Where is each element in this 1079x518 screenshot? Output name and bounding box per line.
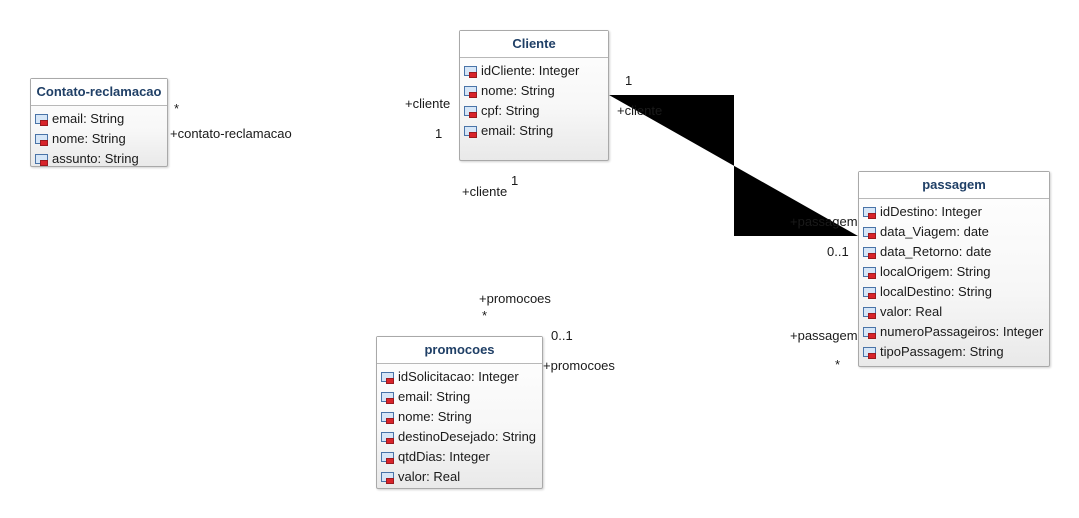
- class-contato-reclamacao-attributes: email: String nome: String assunto: Stri…: [31, 106, 167, 169]
- class-cliente[interactable]: Cliente idCliente: Integer nome: String …: [459, 30, 609, 161]
- assoc-cliente-role-bottom: +cliente: [462, 184, 508, 199]
- private-attribute-icon: [863, 227, 876, 239]
- attribute[interactable]: idSolicitacao: Integer: [377, 367, 542, 387]
- assoc-cliente-role-left: +cliente: [405, 96, 451, 111]
- class-promocoes-attributes: idSolicitacao: Integer email: String nom…: [377, 364, 542, 487]
- attribute[interactable]: tipoPassagem: String: [859, 342, 1049, 362]
- private-attribute-icon: [35, 154, 48, 166]
- private-attribute-icon: [863, 207, 876, 219]
- attribute[interactable]: localOrigem: String: [859, 262, 1049, 282]
- attribute-label: idSolicitacao: Integer: [398, 369, 519, 384]
- attribute-label: cpf: String: [481, 103, 540, 118]
- attribute-label: valor: Real: [880, 304, 943, 319]
- attribute-label: localOrigem: String: [880, 264, 991, 279]
- attribute-label: valor: Real: [398, 469, 461, 484]
- private-attribute-icon: [464, 126, 477, 138]
- attribute[interactable]: nome: String: [31, 129, 167, 149]
- attribute-label: assunto: String: [52, 151, 139, 166]
- assoc-promocoes-role-top: +promocoes: [479, 291, 551, 306]
- attribute-label: data_Retorno: date: [880, 244, 992, 259]
- attribute-label: qtdDias: Integer: [398, 449, 490, 464]
- private-attribute-icon: [381, 472, 394, 484]
- attribute[interactable]: destinoDesejado: String: [377, 427, 542, 447]
- private-attribute-icon: [863, 327, 876, 339]
- class-passagem-attributes: idDestino: Integer data_Viagem: date dat…: [859, 199, 1049, 362]
- attribute[interactable]: numeroPassageiros: Integer: [859, 322, 1049, 342]
- assoc-passagem-mult-bottom: *: [835, 357, 841, 372]
- attribute-label: idDestino: Integer: [880, 204, 982, 219]
- attribute[interactable]: idCliente: Integer: [460, 61, 608, 81]
- attribute[interactable]: valor: Real: [377, 467, 542, 487]
- attribute-label: localDestino: String: [880, 284, 992, 299]
- assoc-promocoes-mult-right: 0..1: [551, 328, 573, 343]
- attribute[interactable]: data_Viagem: date: [859, 222, 1049, 242]
- attribute-label: email: String: [52, 111, 125, 126]
- private-attribute-icon: [464, 106, 477, 118]
- private-attribute-icon: [863, 307, 876, 319]
- assoc-promocoes-mult-top: *: [482, 308, 488, 323]
- attribute-label: nome: String: [481, 83, 555, 98]
- assoc-cliente-mult-left: 1: [435, 126, 443, 141]
- attribute[interactable]: cpf: String: [460, 101, 608, 121]
- private-attribute-icon: [381, 452, 394, 464]
- private-attribute-icon: [35, 134, 48, 146]
- attribute[interactable]: localDestino: String: [859, 282, 1049, 302]
- attribute-label: nome: String: [398, 409, 472, 424]
- class-contato-reclamacao-name: Contato-reclamacao: [31, 79, 167, 106]
- class-cliente-attributes: idCliente: Integer nome: String cpf: Str…: [460, 58, 608, 141]
- attribute[interactable]: email: String: [460, 121, 608, 141]
- private-attribute-icon: [381, 412, 394, 424]
- attribute[interactable]: assunto: String: [31, 149, 167, 169]
- attribute[interactable]: idDestino: Integer: [859, 202, 1049, 222]
- attribute-label: data_Viagem: date: [880, 224, 989, 239]
- attribute-label: nome: String: [52, 131, 126, 146]
- assoc-passagem-role-top: +passagem: [790, 214, 858, 229]
- private-attribute-icon: [863, 347, 876, 359]
- attribute[interactable]: qtdDias: Integer: [377, 447, 542, 467]
- attribute[interactable]: nome: String: [460, 81, 608, 101]
- private-attribute-icon: [464, 86, 477, 98]
- attribute-label: destinoDesejado: String: [398, 429, 537, 444]
- class-promocoes[interactable]: promocoes idSolicitacao: Integer email: …: [376, 336, 543, 489]
- assoc-passagem-role-bottom: +passagem: [790, 328, 858, 343]
- private-attribute-icon: [381, 432, 394, 444]
- assoc-cliente-mult-right: 1: [625, 73, 633, 88]
- attribute-label: idCliente: Integer: [481, 63, 580, 78]
- assoc-promocoes-role-right: +promocoes: [543, 358, 615, 373]
- private-attribute-icon: [35, 114, 48, 126]
- attribute-label: email: String: [481, 123, 554, 138]
- attribute-label: numeroPassageiros: Integer: [880, 324, 1044, 339]
- attribute[interactable]: data_Retorno: date: [859, 242, 1049, 262]
- class-passagem[interactable]: passagem idDestino: Integer data_Viagem:…: [858, 171, 1050, 367]
- assoc-cliente-role-right: +cliente: [617, 103, 663, 118]
- assoc-cliente-mult-bottom: 1: [511, 173, 519, 188]
- attribute[interactable]: email: String: [377, 387, 542, 407]
- class-promocoes-name: promocoes: [377, 337, 542, 364]
- private-attribute-icon: [863, 267, 876, 279]
- private-attribute-icon: [863, 287, 876, 299]
- private-attribute-icon: [381, 392, 394, 404]
- assoc-contato-role: +contato-reclamacao: [170, 126, 292, 141]
- private-attribute-icon: [381, 372, 394, 384]
- class-contato-reclamacao[interactable]: Contato-reclamacao email: String nome: S…: [30, 78, 168, 167]
- assoc-contato-mult: *: [174, 101, 180, 116]
- attribute-label: tipoPassagem: String: [880, 344, 1004, 359]
- assoc-passagem-mult-top: 0..1: [827, 244, 849, 259]
- class-passagem-name: passagem: [859, 172, 1049, 199]
- attribute[interactable]: nome: String: [377, 407, 542, 427]
- class-cliente-name: Cliente: [460, 31, 608, 58]
- attribute[interactable]: email: String: [31, 109, 167, 129]
- assoc-cliente-passagem-line[interactable]: [609, 95, 858, 236]
- private-attribute-icon: [863, 247, 876, 259]
- attribute[interactable]: valor: Real: [859, 302, 1049, 322]
- private-attribute-icon: [464, 66, 477, 78]
- attribute-label: email: String: [398, 389, 471, 404]
